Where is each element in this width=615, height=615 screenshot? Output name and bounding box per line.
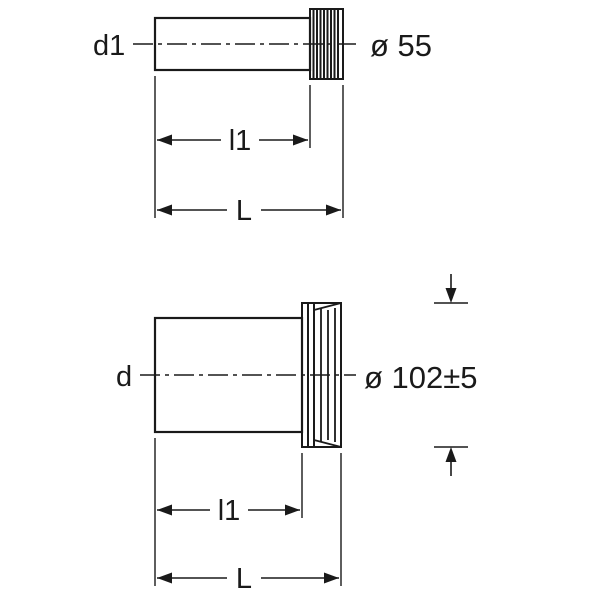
arrow-down-icon — [445, 288, 457, 303]
label-L-bottom: L — [236, 563, 252, 595]
dim-l1-bottom: l1 — [154, 438, 303, 586]
arrow-right-icon — [285, 504, 300, 516]
label-L-top: L — [236, 195, 252, 227]
label-d: d — [116, 361, 132, 393]
arrow-right-icon — [324, 572, 339, 584]
dim-L-bottom: L — [157, 453, 342, 595]
dim-L-top: L — [157, 85, 344, 227]
label-l1-bottom: l1 — [218, 495, 241, 527]
bottom-view: d ø 102±5 l1 — [116, 274, 478, 595]
label-diameter-102: ø 102±5 — [364, 360, 478, 395]
label-l1-top: l1 — [229, 125, 252, 157]
label-diameter-55: ø 55 — [370, 28, 432, 63]
label-d1: d1 — [93, 30, 125, 62]
arrow-left-icon — [157, 504, 172, 516]
arrow-up-icon — [445, 447, 457, 462]
arrow-left-icon — [157, 572, 172, 584]
top-view: d1 ø 55 l1 L — [93, 8, 432, 227]
arrow-left-icon — [157, 134, 172, 146]
arrow-right-icon — [326, 204, 341, 216]
arrow-left-icon — [157, 204, 172, 216]
dim-l1-top: l1 — [154, 76, 311, 218]
dim-diameter-vertical — [434, 274, 468, 476]
arrow-right-icon — [293, 134, 308, 146]
